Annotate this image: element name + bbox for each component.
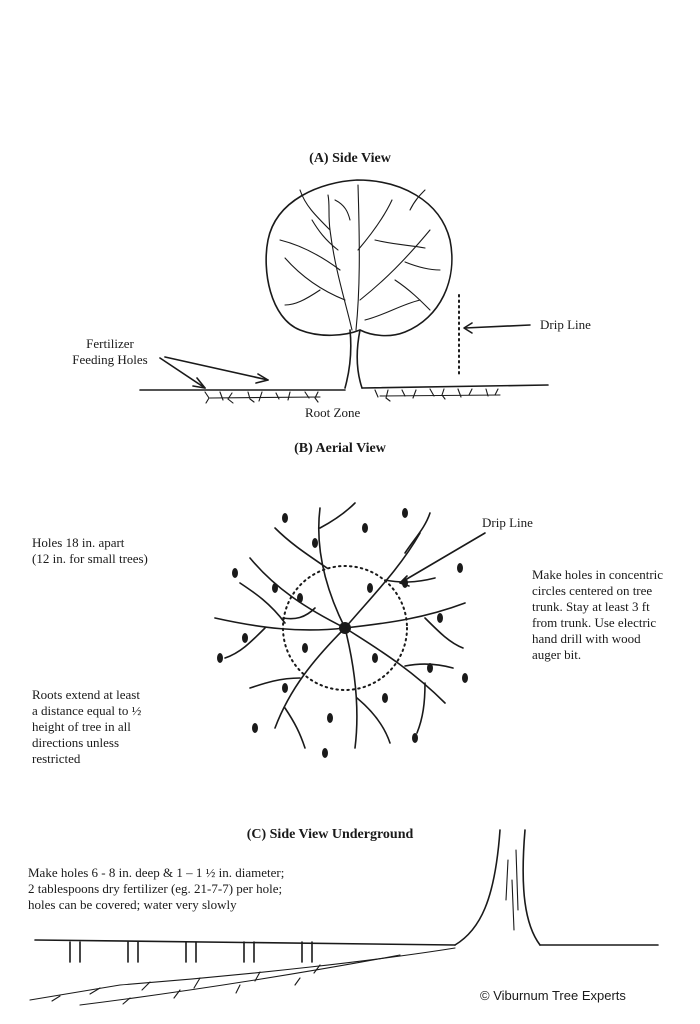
underground-trunk <box>454 829 541 946</box>
aerial-view-title: (B) Aerial View <box>294 441 386 456</box>
hole-columns <box>69 941 313 963</box>
side-view-arrows <box>159 322 531 389</box>
holes-spacing-line-1: Holes 18 in. apart <box>32 535 125 550</box>
side-view-drawing <box>139 179 549 404</box>
radial-roots <box>214 502 466 749</box>
roots-line: directions unless <box>32 735 120 750</box>
underground-note-line: 2 tablespoons dry fertilizer (eg. 21-7-7… <box>28 881 283 896</box>
roots-line: restricted <box>32 751 81 766</box>
concentric-hole-rings <box>282 565 408 691</box>
crown-branches <box>279 184 441 331</box>
instruction-line: circles centered on tree <box>532 583 653 598</box>
tree-trunk <box>344 329 363 389</box>
copyright-text: © Viburnum Tree Experts <box>480 988 626 1003</box>
tree-crown <box>265 179 453 337</box>
aerial-instructions: Make holes in concentric circles centere… <box>532 567 663 663</box>
side-view-title: (A) Side View <box>309 151 391 166</box>
instruction-line: Make holes in concentric <box>532 567 664 582</box>
ground-line <box>139 384 549 391</box>
trunk-bark-lines <box>505 849 519 931</box>
underground-roots <box>29 947 456 1006</box>
aerial-view-drawing <box>214 502 486 758</box>
root-zone-roots <box>204 388 501 404</box>
instruction-line: auger bit. <box>532 647 582 662</box>
roots-line: Roots extend at least <box>32 687 140 702</box>
feeding-hole-marks <box>217 508 468 758</box>
underground-drawing <box>29 829 659 1006</box>
underground-note-line: Make holes 6 - 8 in. deep & 1 – 1 ½ in. … <box>28 865 285 880</box>
underground-view-title: (C) Side View Underground <box>246 827 414 842</box>
drip-line-label-b: Drip Line <box>482 515 533 530</box>
underground-ground <box>34 939 659 946</box>
roots-note: Roots extend at least a distance equal t… <box>32 687 141 767</box>
holes-spacing-line-2: (12 in. for small trees) <box>32 551 148 566</box>
drip-line-label-a: Drip Line <box>540 317 591 332</box>
fertilizer-label-line-1: Fertilizer <box>86 336 134 351</box>
underground-note-line: holes can be covered; water very slowly <box>28 897 237 912</box>
instruction-line: trunk. Stay at least 3 ft <box>532 599 650 614</box>
root-zone-label: Root Zone <box>305 405 361 420</box>
fertilizer-label-line-2: Feeding Holes <box>72 352 148 367</box>
drip-line-arrow <box>399 532 486 587</box>
underground-notes: Make holes 6 - 8 in. deep & 1 – 1 ½ in. … <box>28 865 284 913</box>
instruction-line: hand drill with wood <box>532 631 641 646</box>
instruction-line: from trunk. Use electric <box>532 615 657 630</box>
roots-line: height of tree in all <box>32 719 131 734</box>
roots-line: a distance equal to ½ <box>32 703 142 718</box>
